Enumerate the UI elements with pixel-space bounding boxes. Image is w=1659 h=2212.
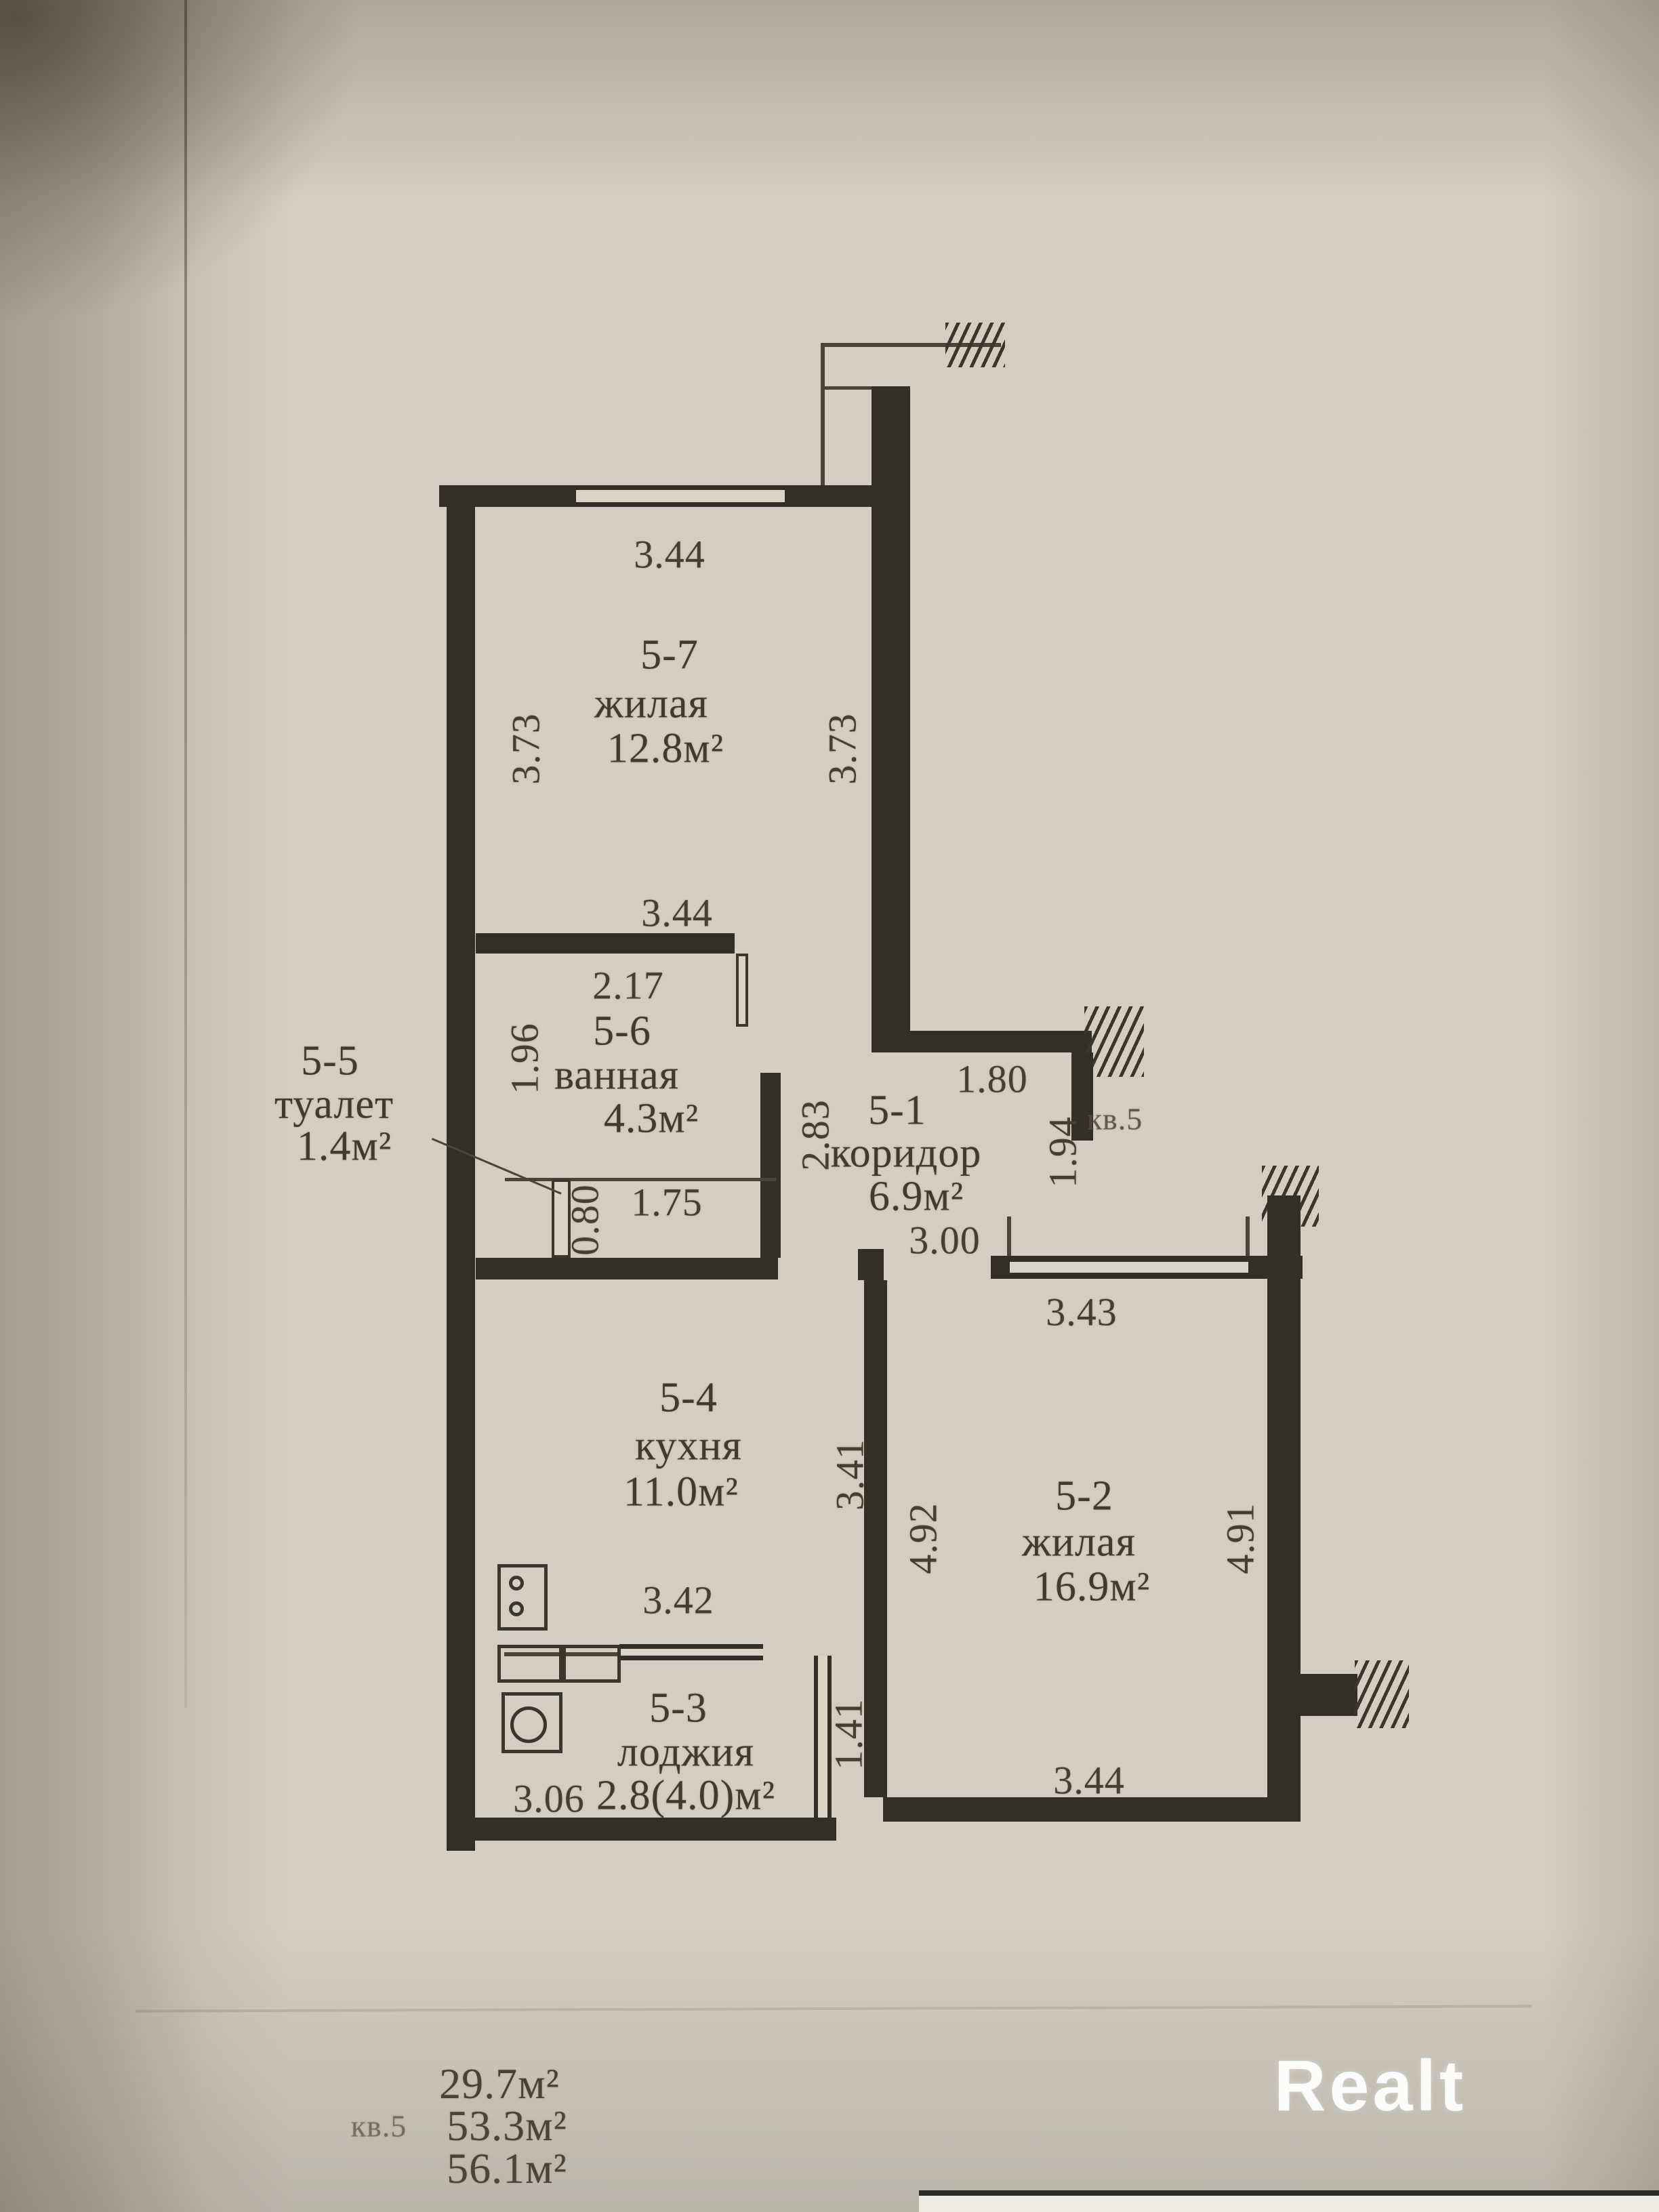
wall-52-east: [1267, 1195, 1300, 1822]
dim-bath-width: 2.17: [592, 963, 664, 1008]
stove-symbol: [497, 1564, 548, 1631]
dim-toilet-depth: 0.80: [562, 1184, 607, 1256]
dim-entry-side: 1.94: [1040, 1116, 1085, 1188]
room-53-id: 5-3: [649, 1685, 708, 1732]
washing-machine-drum-icon: [510, 1706, 547, 1743]
window-57-north: [576, 485, 785, 507]
dim-corridor-left: 2.83: [793, 1099, 838, 1171]
door-leaf-bathroom: [736, 954, 748, 1027]
wall-bath-east: [760, 1073, 781, 1258]
dim-room57-right: 3.73: [820, 713, 865, 785]
dim-loggia-bottom: 3.06: [513, 1776, 585, 1821]
dim-room57-top: 3.44: [634, 532, 705, 577]
dim-loggia-right: 1.41: [826, 1698, 871, 1770]
wall-break-hatch-top: [945, 323, 1005, 367]
wall-bath-south: [476, 1258, 778, 1279]
room-57-id: 5-7: [640, 632, 699, 678]
room-55-name: туалет: [274, 1081, 394, 1128]
tick-52-north-left: [1007, 1216, 1011, 1256]
wall-chimney-step: [821, 386, 875, 390]
summary-total-with-loggia: 56.1м²: [447, 2144, 567, 2192]
dim-toilet-width: 1.75: [631, 1180, 703, 1225]
dim-bath-left: 1.96: [502, 1023, 547, 1094]
room-57-area: 12.8м²: [607, 725, 724, 772]
room-52-area: 16.9м²: [1033, 1563, 1151, 1610]
window-kitchen-south: [619, 1644, 763, 1660]
room-56-id: 5-6: [593, 1008, 651, 1054]
wall-chimney-left: [821, 343, 825, 489]
wall-52-protrusion: [1300, 1674, 1357, 1716]
neighbor-apartment-label: кв.5: [1086, 1101, 1143, 1136]
room-52-id: 5-2: [1055, 1473, 1113, 1519]
room-51-name: коридор: [830, 1130, 982, 1176]
kitchen-sink-symbol: [562, 1645, 621, 1683]
dim-bath-top: 3.44: [641, 890, 713, 935]
dim-kitchen-bottom: 3.42: [642, 1578, 714, 1622]
realt-watermark: Realt: [1274, 2046, 1467, 2126]
wall-break-hatch-52-se: [1355, 1660, 1409, 1728]
room-57-name: жилая: [594, 680, 708, 727]
dim-room52-left: 4.92: [901, 1502, 945, 1574]
room-56-area: 4.3м²: [603, 1095, 699, 1142]
dim-room52-top: 3.43: [1046, 1290, 1118, 1334]
wall-57-south: [476, 933, 735, 954]
window-52-north: [1010, 1262, 1248, 1273]
post-kitchen-door: [858, 1249, 884, 1280]
washing-machine-symbol: [501, 1692, 562, 1753]
stove-burner-bottom-icon: [509, 1601, 524, 1616]
room-54-id: 5-4: [659, 1374, 718, 1421]
wall-exterior-west: [447, 485, 475, 1851]
paper-crease-horizontal: [135, 2005, 1532, 2013]
wall-corridor-north: [872, 1031, 1092, 1052]
paper-crease-vertical: [184, 0, 187, 1708]
stove-burner-top-icon: [509, 1576, 524, 1591]
wall-break-hatch-entry: [1084, 1006, 1144, 1077]
room-52-name: жилая: [1022, 1519, 1136, 1565]
dim-corridor-width: 3.00: [909, 1218, 981, 1263]
dim-room52-bottom: 3.44: [1053, 1758, 1125, 1803]
wall-corridor-west: [872, 386, 910, 1052]
room-53-area: 2.8(4.0)м²: [596, 1772, 776, 1819]
room-51-area: 6.9м²: [868, 1173, 964, 1220]
room-55-area: 1.4м²: [296, 1123, 392, 1170]
dim-room57-left: 3.73: [504, 713, 548, 785]
dim-room52-right: 4.91: [1218, 1502, 1263, 1574]
room-54-area: 11.0м²: [623, 1469, 739, 1515]
room-51-id: 5-1: [868, 1087, 926, 1134]
room-56-name: ванная: [554, 1052, 680, 1099]
kitchen-counter-symbol: [497, 1645, 562, 1683]
dim-kitchen-right: 3.41: [827, 1439, 872, 1511]
dim-entry-top: 1.80: [956, 1057, 1028, 1101]
paper-edge: [919, 2190, 1659, 2212]
room-54-name: кухня: [635, 1422, 742, 1469]
summary-apt-label: кв.5: [350, 2108, 407, 2144]
room-53-name: лоджия: [617, 1729, 755, 1776]
room-55-id: 5-5: [301, 1038, 359, 1084]
tick-52-north-right: [1246, 1216, 1250, 1256]
